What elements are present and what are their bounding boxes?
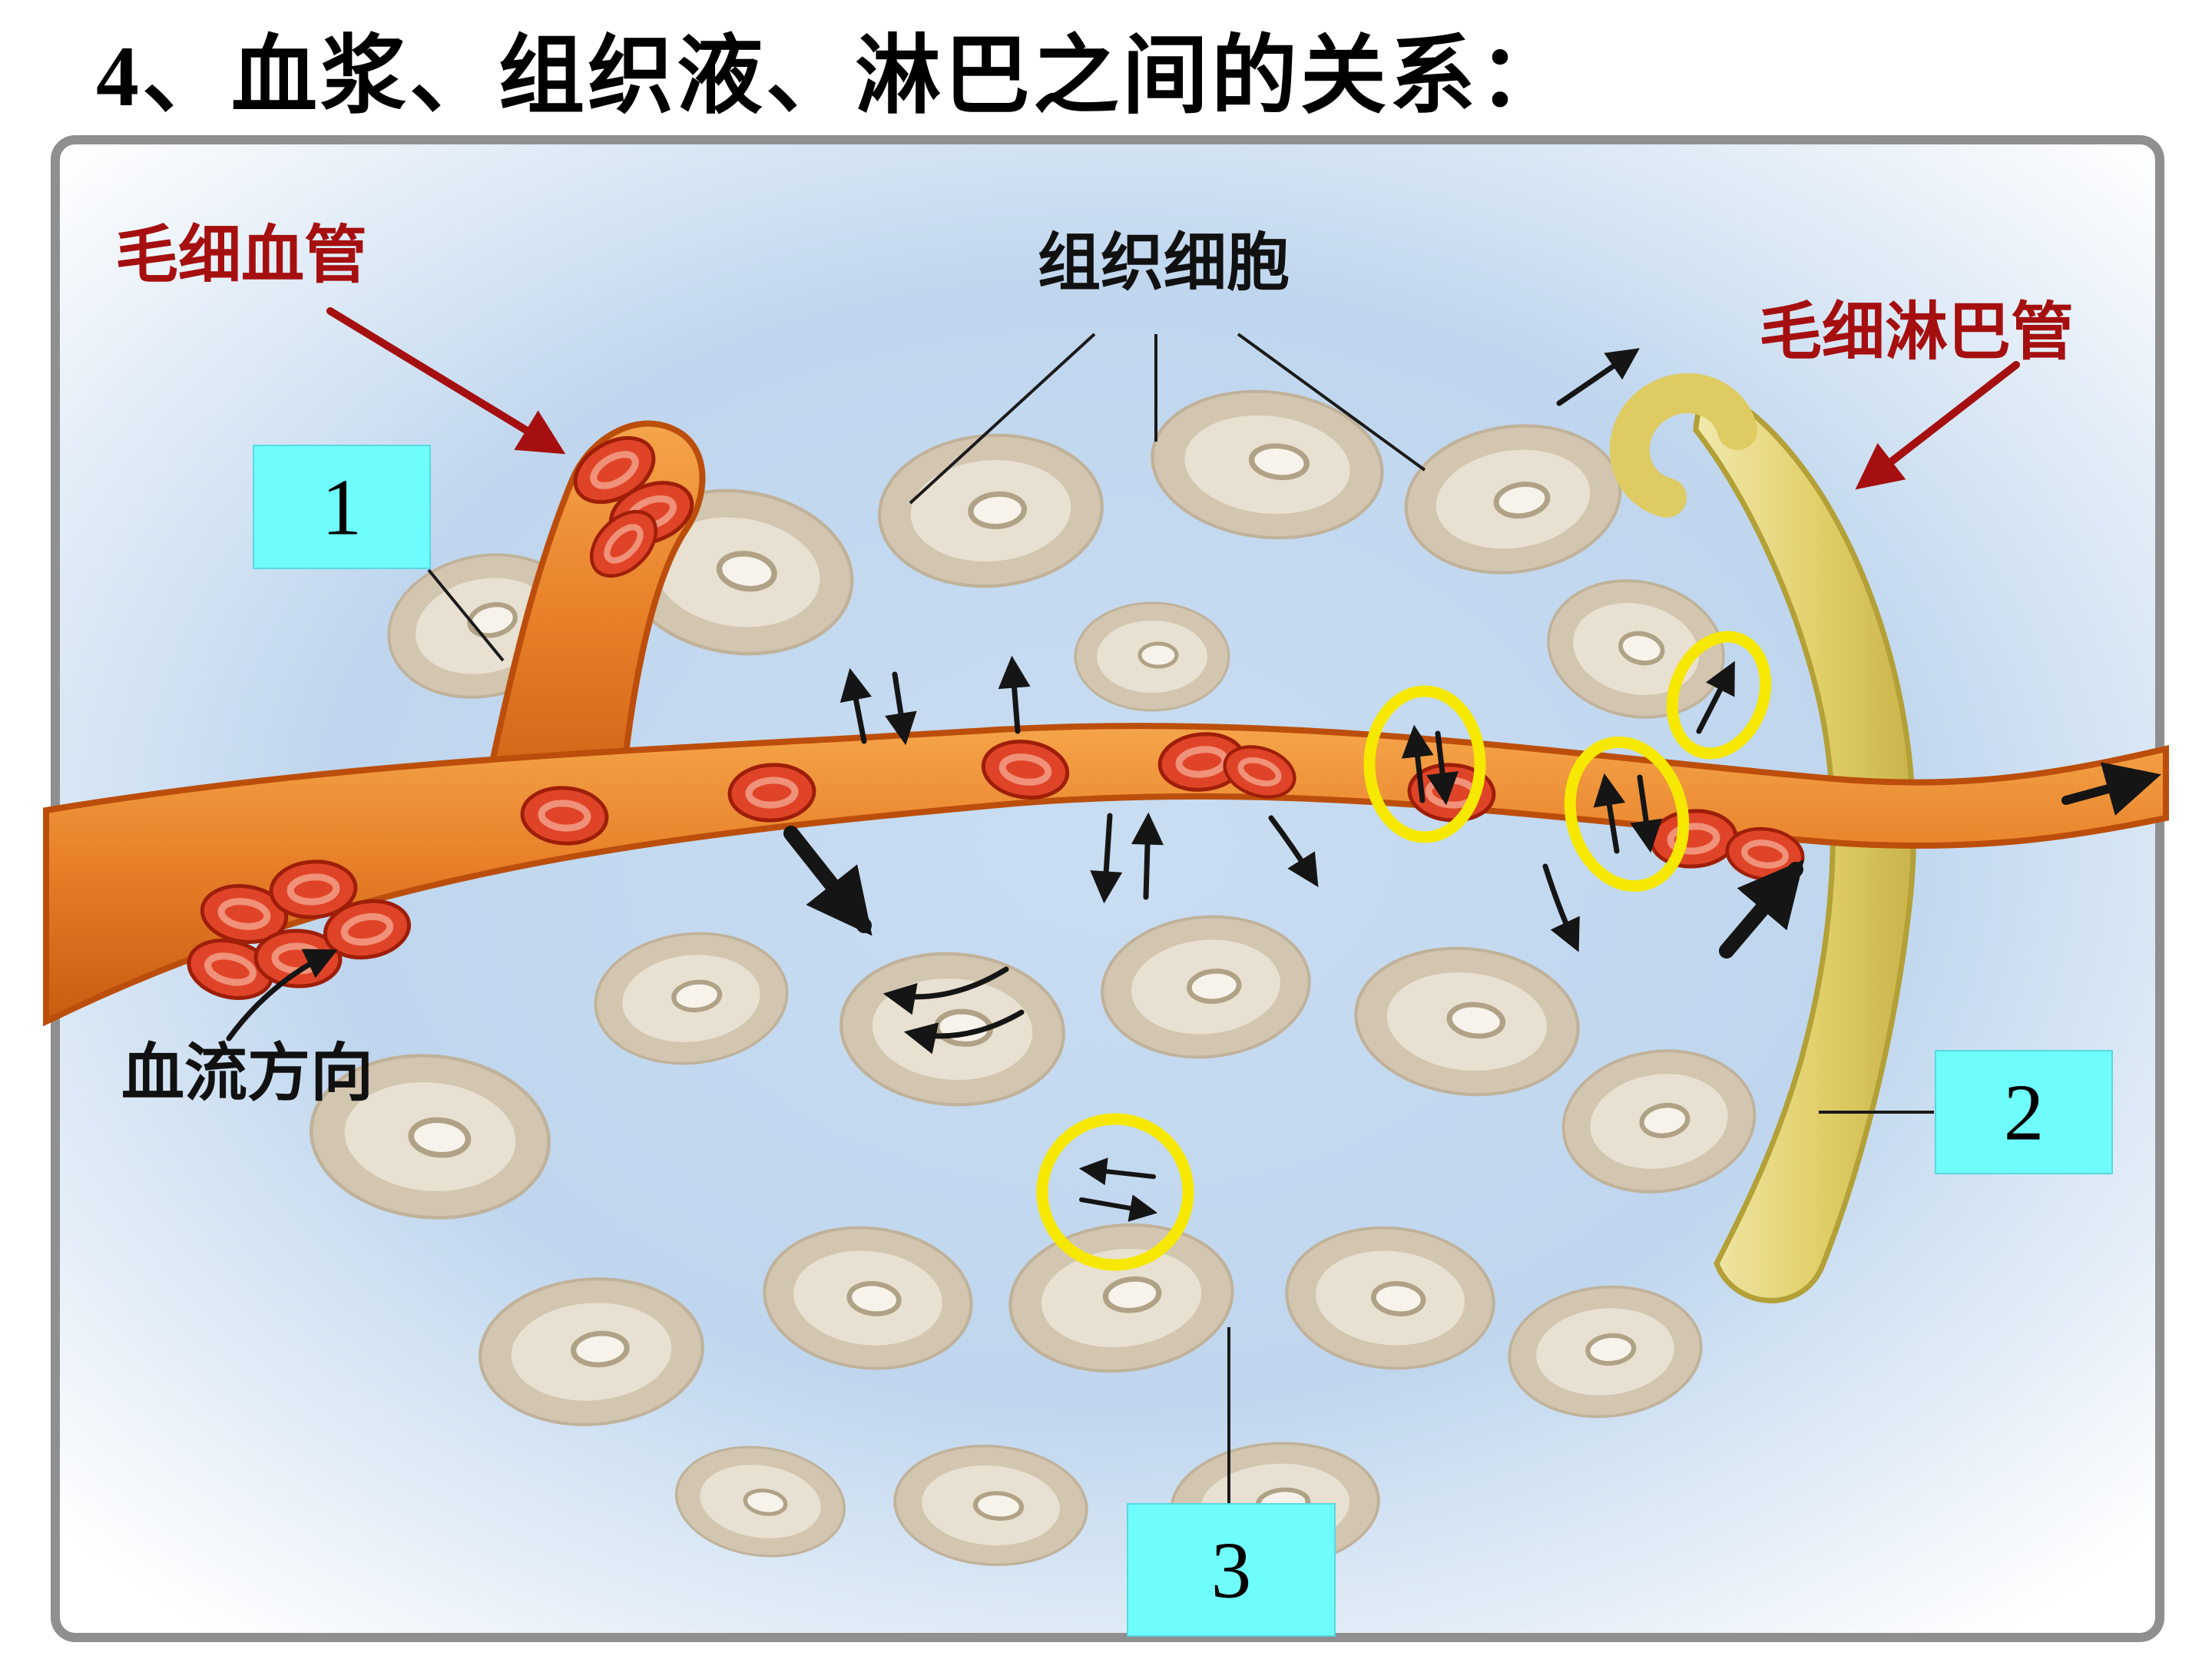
tissue-cell xyxy=(1151,389,1384,540)
tissue-cell xyxy=(893,1445,1088,1566)
exchange-arrow xyxy=(1090,813,1123,904)
exchange-arrow xyxy=(1630,774,1662,853)
red-blood-cell xyxy=(981,740,1070,800)
page-title: 4、血浆、组织液、淋巴之间的关系： xyxy=(96,29,1568,124)
exchange-arrow xyxy=(839,667,873,744)
exchange-arrow xyxy=(1078,1157,1156,1186)
lymph-capillary-label: 毛细淋巴管 xyxy=(1759,296,2074,369)
red-blood-cell xyxy=(520,786,609,846)
red-blood-cell xyxy=(1223,745,1296,799)
exchange-arrow xyxy=(1542,863,1580,952)
marker-box-1: 1 xyxy=(253,445,431,569)
label-line xyxy=(909,333,1096,505)
exchange-arrow xyxy=(998,655,1031,734)
exchange-arrow xyxy=(1696,661,1735,734)
plasma-out-bold-arrow xyxy=(783,826,873,936)
blood-vessel xyxy=(43,420,2169,1027)
blood-flow-label: 血流方向 xyxy=(121,1037,373,1110)
exchange-arrow xyxy=(1268,815,1319,888)
lymph-pointer-arrow xyxy=(1855,361,2020,490)
tissue-cell xyxy=(594,932,789,1065)
highlight-ring xyxy=(1666,631,1772,760)
marker-box-3-number: 3 xyxy=(1211,1525,1252,1615)
tissue-cell xyxy=(1101,915,1311,1059)
exchange-arrow xyxy=(903,1009,1025,1055)
exchange-arrow xyxy=(1079,1194,1158,1222)
tissue-cell xyxy=(1354,946,1580,1097)
highlight-ring xyxy=(1036,1113,1194,1271)
tissue-cell xyxy=(309,1054,551,1220)
exchange-arrow xyxy=(882,966,1009,1015)
tissue-cell xyxy=(878,433,1104,588)
tissue-cells-layer xyxy=(309,389,1757,1569)
vessel-exit-arrow xyxy=(2061,762,2161,816)
lymph-vessel-opening xyxy=(1609,373,1757,518)
highlight-ring xyxy=(1363,685,1486,843)
tissue-cell xyxy=(1561,1049,1757,1194)
capillary-label: 毛细血管 xyxy=(115,219,367,292)
exchange-arrow xyxy=(1593,773,1626,854)
tissue-cell xyxy=(1008,1223,1234,1373)
marker-box-2: 2 xyxy=(1935,1050,2113,1174)
exchange-arrow xyxy=(885,671,917,746)
marker-box-2-number: 2 xyxy=(2004,1068,2045,1157)
red-blood-cell xyxy=(727,763,816,823)
highlight-ring xyxy=(1564,736,1690,892)
tissue-cells-label: 组织细胞 xyxy=(1038,227,1290,300)
tissue-cell xyxy=(478,1277,704,1426)
red-blood-cell xyxy=(589,509,658,578)
tissue-cell xyxy=(1285,1226,1495,1370)
tissue-cell xyxy=(1074,601,1230,712)
box1-line xyxy=(427,568,505,662)
blood-flow-arrow xyxy=(226,949,338,1041)
lymph-vessel xyxy=(1609,373,1916,1303)
tissue-cell xyxy=(1508,1285,1703,1419)
exchange-arrow xyxy=(1131,812,1164,900)
red-blood-cells xyxy=(187,435,1805,1000)
highlight-rings xyxy=(1036,631,1772,1271)
exchange-arrow xyxy=(1426,730,1459,806)
tissue-cell xyxy=(674,1445,846,1558)
label-line xyxy=(1237,333,1426,472)
marker-box-3: 3 xyxy=(1127,1503,1336,1637)
exchange-arrows xyxy=(226,348,2161,1222)
red-blood-cell xyxy=(200,884,289,944)
connector-lines xyxy=(427,333,1934,1504)
tissue-cell xyxy=(763,1226,973,1370)
red-blood-cell xyxy=(323,899,412,960)
marker-box-1-number: 1 xyxy=(322,462,363,552)
red-blood-cell xyxy=(269,859,358,919)
exchange-arrow xyxy=(1401,724,1434,803)
capillary-pointer-arrow xyxy=(326,307,566,455)
lymph-in-bold-arrow xyxy=(1719,859,1805,959)
exchange-arrow xyxy=(1556,348,1640,406)
